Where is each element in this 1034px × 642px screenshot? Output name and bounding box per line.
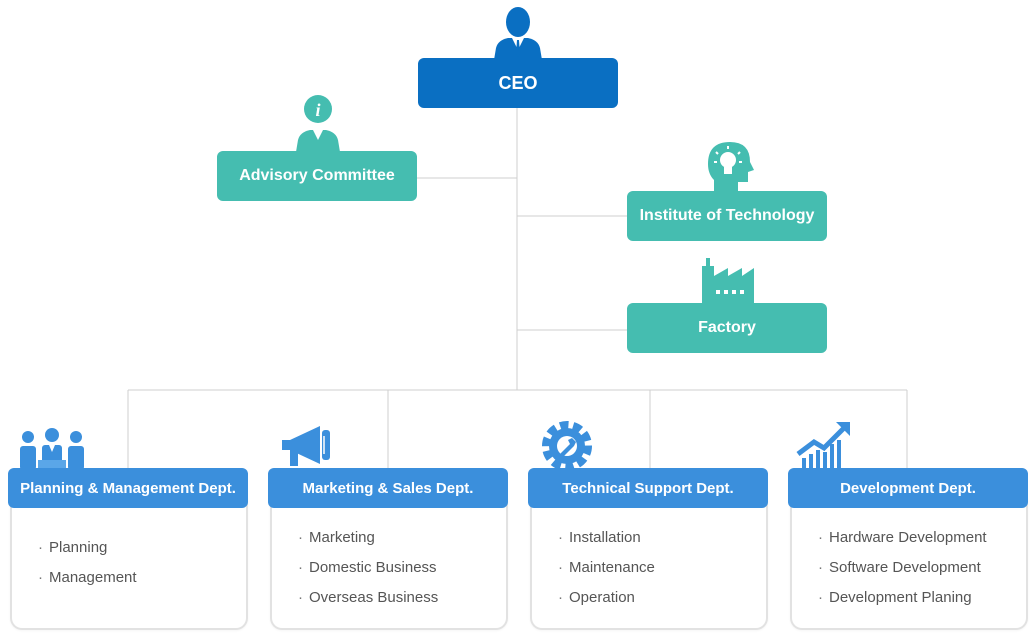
- list-item: Overseas Business: [298, 588, 438, 618]
- dept-card: Planning Management: [10, 498, 248, 630]
- list-item: Marketing: [298, 528, 438, 558]
- dept-header: Development Dept.: [788, 468, 1028, 508]
- list-item: Hardware Development: [818, 528, 987, 558]
- list-item: Maintenance: [558, 558, 655, 588]
- dept-item-list: Marketing Domestic Business Overseas Bus…: [298, 528, 438, 618]
- list-item: Planning: [38, 538, 137, 568]
- list-item: Software Development: [818, 558, 987, 588]
- list-item: Operation: [558, 588, 655, 618]
- svg-text:i: i: [315, 100, 320, 120]
- dept-planning-management: Planning Management Planning & Managemen…: [8, 468, 248, 632]
- dept-technical-support: Installation Maintenance Operation Techn…: [528, 468, 768, 632]
- dept-marketing-sales: Marketing Domestic Business Overseas Bus…: [268, 468, 508, 632]
- dept-header: Planning & Management Dept.: [8, 468, 248, 508]
- advisor-info-icon: i: [296, 95, 340, 152]
- growth-chart-icon: [796, 422, 850, 470]
- dept-development: Hardware Development Software Developmen…: [788, 468, 1028, 632]
- ceo-box: CEO: [418, 58, 618, 108]
- factory-box: Factory: [627, 303, 827, 353]
- list-item: Domestic Business: [298, 558, 438, 588]
- ceo-person-icon: [494, 7, 542, 60]
- factory-icon: [702, 258, 754, 304]
- list-item: Management: [38, 568, 137, 598]
- team-people-icon: [20, 428, 84, 470]
- list-item: Development Planing: [818, 588, 987, 618]
- advisory-committee-box: Advisory Committee: [217, 151, 417, 201]
- dept-item-list: Hardware Development Software Developmen…: [818, 528, 987, 618]
- ceo-label: CEO: [498, 72, 538, 93]
- gear-wrench-icon: [542, 421, 592, 471]
- dept-card: Installation Maintenance Operation: [530, 498, 768, 630]
- lightbulb-head-icon: [708, 142, 754, 192]
- megaphone-icon: [282, 426, 330, 466]
- dept-item-list: Installation Maintenance Operation: [558, 528, 655, 618]
- dept-card: Hardware Development Software Developmen…: [790, 498, 1028, 630]
- dept-item-list: Planning Management: [38, 538, 137, 598]
- institute-label: Institute of Technology: [639, 207, 815, 224]
- dept-header: Marketing & Sales Dept.: [268, 468, 508, 508]
- institute-of-technology-box: Institute of Technology: [627, 191, 827, 241]
- dept-card: Marketing Domestic Business Overseas Bus…: [270, 498, 508, 630]
- factory-label: Factory: [698, 319, 756, 336]
- dept-header: Technical Support Dept.: [528, 468, 768, 508]
- list-item: Installation: [558, 528, 655, 558]
- advisory-label: Advisory Committee: [239, 167, 395, 184]
